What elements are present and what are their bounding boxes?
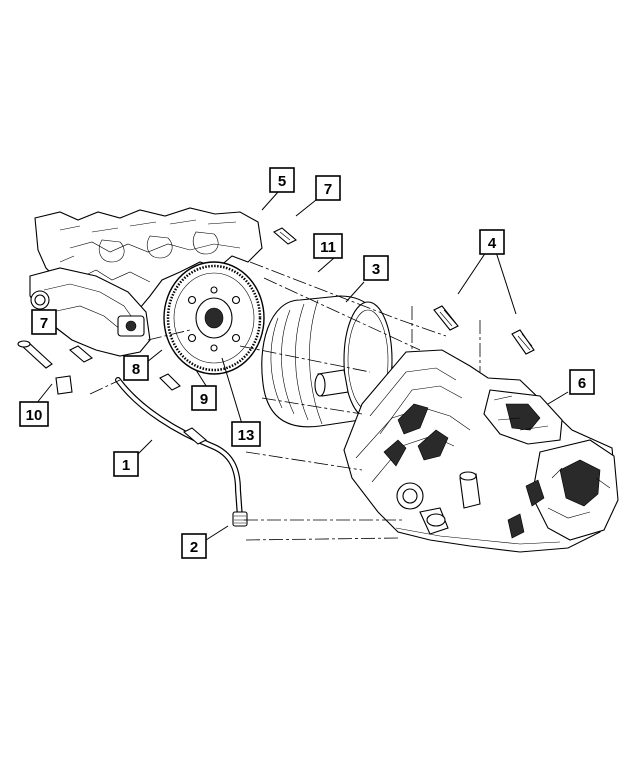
callout-3: 3	[363, 255, 389, 281]
svg-text:6: 6	[578, 375, 586, 392]
svg-text:7: 7	[324, 181, 332, 198]
svg-text:10: 10	[26, 407, 43, 424]
svg-text:11: 11	[320, 239, 336, 256]
svg-text:5: 5	[278, 173, 286, 190]
svg-text:7: 7	[40, 315, 48, 332]
svg-text:1: 1	[122, 457, 130, 474]
callout-8: 8	[123, 355, 149, 381]
engine-block	[29, 207, 263, 357]
svg-text:8: 8	[132, 361, 140, 378]
svg-text:4: 4	[488, 235, 497, 252]
bolt-group	[69, 227, 535, 445]
svg-text:3: 3	[372, 261, 380, 278]
callout-7-left: 7	[31, 309, 57, 335]
cooler-line	[115, 377, 248, 527]
svg-text:2: 2	[190, 539, 198, 556]
alignment-lines	[89, 261, 481, 541]
callout-9: 9	[191, 385, 217, 411]
callout-13: 13	[231, 421, 261, 447]
transmission-case	[343, 349, 619, 553]
svg-text:13: 13	[238, 427, 255, 444]
dipstick-tube	[17, 340, 73, 395]
callout-10: 10	[19, 401, 49, 427]
callout-2: 2	[181, 533, 207, 559]
callout-4: 4	[479, 229, 505, 255]
callout-5: 5	[269, 167, 295, 193]
callout-11: 11	[313, 233, 343, 259]
callout-7-upper: 7	[315, 175, 341, 201]
callout-1: 1	[113, 451, 139, 477]
flexplate	[163, 261, 265, 375]
callout-6: 6	[569, 369, 595, 395]
torque-converter	[261, 295, 393, 428]
svg-text:9: 9	[200, 391, 208, 408]
leader-lines	[35, 191, 569, 541]
